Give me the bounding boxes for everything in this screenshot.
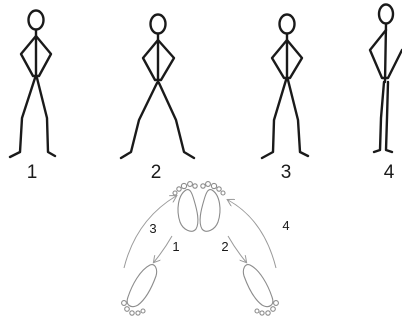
step-label-3: 3 bbox=[149, 221, 156, 236]
footprint-top-right bbox=[200, 182, 225, 232]
figure-1-number: 1 bbox=[27, 162, 38, 183]
stick-figure-4 bbox=[370, 5, 402, 153]
footprint-bottom-left bbox=[122, 265, 157, 316]
stick-figure-2 bbox=[121, 15, 194, 159]
arrow-step-2 bbox=[228, 236, 246, 262]
figure-3-number: 3 bbox=[281, 162, 292, 183]
figure-4-number: 4 bbox=[384, 162, 395, 183]
step-label-4: 4 bbox=[282, 218, 289, 233]
stick-figure-3 bbox=[262, 15, 308, 159]
stick-figure-1 bbox=[10, 11, 55, 158]
step-label-2: 2 bbox=[221, 239, 228, 254]
footprint-bottom-right bbox=[243, 265, 278, 316]
figure-2-number: 2 bbox=[151, 162, 162, 183]
arrow-step-1 bbox=[154, 236, 172, 262]
step-label-1: 1 bbox=[172, 239, 179, 254]
footprint-top-left bbox=[173, 182, 198, 232]
footwork-diagram: 3 1 2 4 bbox=[122, 182, 290, 316]
arrow-step-4 bbox=[228, 200, 276, 268]
